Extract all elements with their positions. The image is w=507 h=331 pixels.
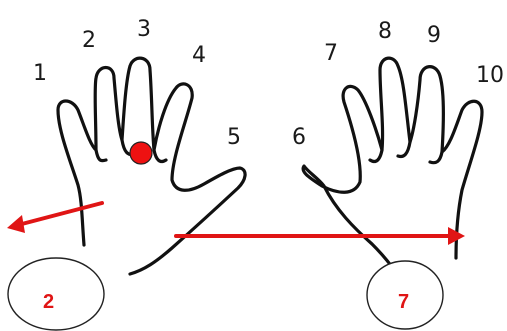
across-arrow-head	[448, 227, 465, 245]
finger-number-9: 9	[427, 23, 441, 48]
left-count-value: 2	[43, 291, 54, 313]
left-hand-finger-gap-3	[152, 148, 168, 164]
left-hand-arrow-shaft	[16, 201, 104, 227]
left-count-badge: 2	[7, 257, 105, 331]
right-count-circle	[366, 260, 444, 330]
right-hand-outline	[301, 56, 484, 278]
finger-number-4: 4	[192, 43, 206, 68]
finger-number-7: 7	[324, 41, 338, 66]
left-hand-finger-gap-1	[94, 148, 108, 163]
finger-number-5: 5	[227, 125, 241, 150]
right-hand-finger-gap-2	[396, 140, 412, 159]
right-count-badge: 7	[366, 260, 444, 330]
right-hand-finger-gap-3	[368, 148, 384, 164]
across-arrow	[174, 227, 465, 245]
finger-number-3: 3	[137, 17, 151, 42]
left-count-circle	[7, 257, 105, 331]
left-hand-arrow-head	[7, 215, 25, 233]
finger-number-1: 1	[33, 61, 47, 86]
right-hand-finger-gap-1	[428, 150, 444, 165]
finger-number-8: 8	[378, 19, 392, 44]
left-hand-arrow	[7, 201, 104, 233]
finger-marker-dot	[129, 141, 153, 165]
finger-number-6: 6	[292, 125, 306, 150]
finger-number-10: 10	[476, 63, 504, 88]
finger-number-2: 2	[82, 28, 96, 53]
right-hand	[301, 56, 484, 278]
left-hand-outline	[56, 56, 247, 276]
left-hand	[56, 56, 247, 276]
right-count-value: 7	[398, 291, 409, 313]
